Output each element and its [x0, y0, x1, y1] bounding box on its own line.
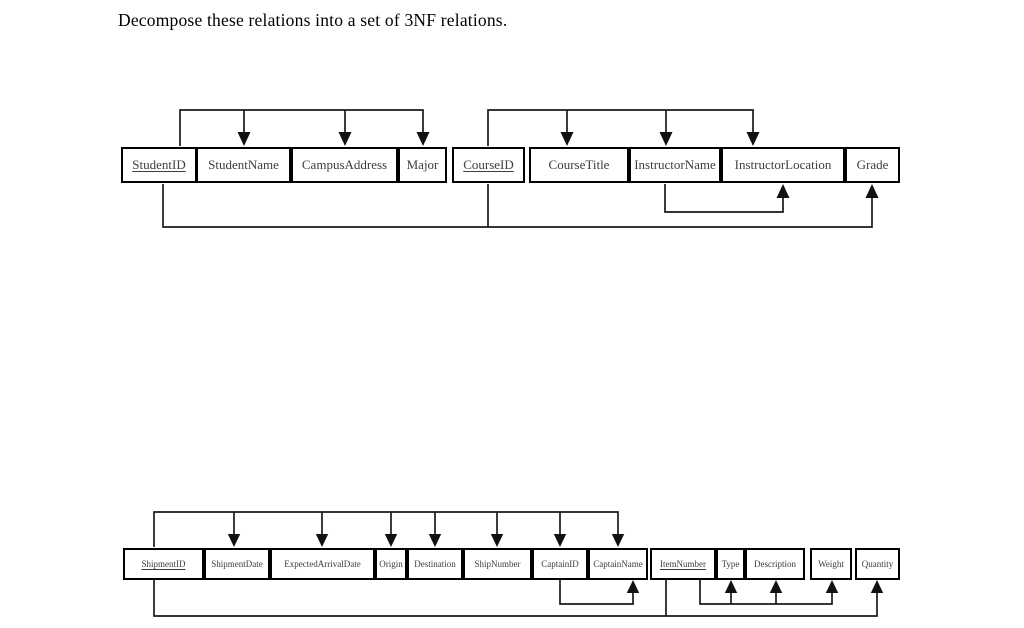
- attr-cell-campusaddress: CampusAddress: [291, 147, 398, 183]
- attr-cell-courseid: CourseID: [452, 147, 525, 183]
- attr-cell-quantity: Quantity: [855, 548, 900, 580]
- attr-cell-shipnumber: ShipNumber: [463, 548, 532, 580]
- attr-cell-destination: Destination: [407, 548, 463, 580]
- fd-composite-determines-quantity: [153, 580, 884, 617]
- page-title: Decompose these relations into a set of …: [118, 10, 508, 30]
- attr-cell-origin: Origin: [375, 548, 407, 580]
- attr-cell-studentname: StudentName: [196, 147, 291, 183]
- attr-cell-shipmentdate: ShipmentDate: [204, 548, 270, 580]
- attr-cell-description: Description: [745, 548, 805, 580]
- attr-cell-studentid: StudentID: [121, 147, 197, 183]
- fd-courseid-determines: [487, 109, 760, 146]
- fd-shipmentid-determines: [153, 511, 625, 547]
- attr-cell-itemnumber: ItemNumber: [650, 548, 716, 580]
- attr-cell-expectedarrivaldate: ExpectedArrivalDate: [270, 548, 375, 580]
- attr-cell-weight: Weight: [810, 548, 852, 580]
- fd-instructorname-determines-instructorlocation: [664, 184, 790, 213]
- attr-cell-captainname: CaptainName: [588, 548, 648, 580]
- attr-cell-coursetitle: CourseTitle: [529, 147, 629, 183]
- fd-captainid-determines-captainname: [559, 580, 640, 605]
- fd-studentid-determines: [179, 109, 430, 146]
- attr-cell-shipmentid: ShipmentID: [123, 548, 204, 580]
- fd-itemnumber-determines: [699, 580, 839, 605]
- attr-cell-instructorlocation: InstructorLocation: [721, 147, 845, 183]
- attr-cell-captainid: CaptainID: [532, 548, 588, 580]
- attr-cell-instructorname: InstructorName: [629, 147, 721, 183]
- attr-cell-major: Major: [398, 147, 447, 183]
- fd-composite-determines-grade: [162, 184, 879, 228]
- attr-cell-type: Type: [716, 548, 745, 580]
- attr-cell-grade: Grade: [845, 147, 900, 183]
